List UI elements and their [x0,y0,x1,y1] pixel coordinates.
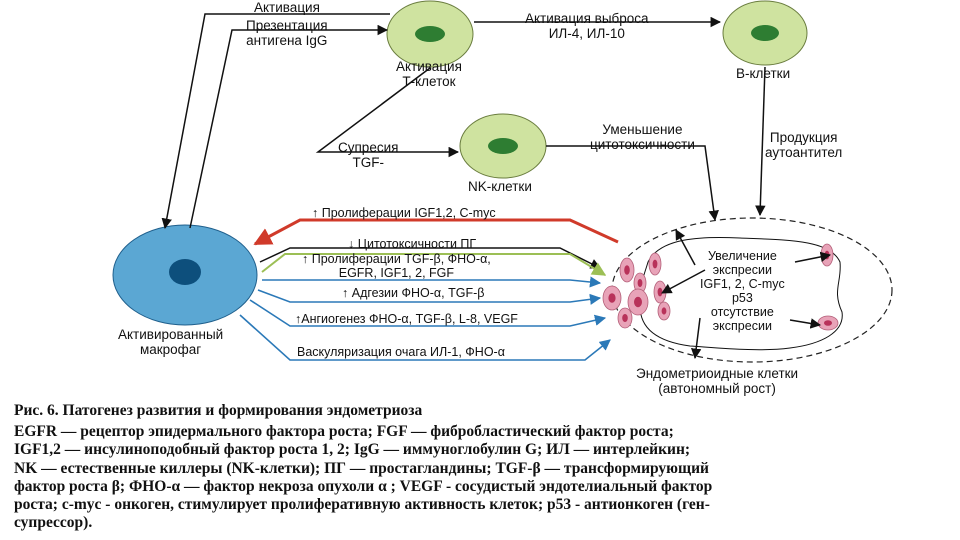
activation-label: Активация [254,0,320,15]
endometrial-cell-nucleus [634,296,642,308]
arrow-label-proliferation-igf: ↑ Пролиферации IGF1,2, C-myc [312,206,496,220]
endometrial-cell-nucleus [652,259,658,269]
caption-line: EGFR — рецептор эпидермального фактора р… [14,423,674,441]
suppression-arrow [315,67,460,158]
caption-line: NK — естественные киллеры (NK-клетки); П… [14,459,709,477]
endometrial-label: Эндометриоидные клетки (автономный рост) [636,366,799,396]
angiogenesis-arrow [249,299,607,327]
vascularization-arrow [239,314,611,361]
pathogenesis-diagram: Активация Презентация антигена IgG Актив… [112,0,893,396]
b-cell-nucleus [751,25,779,41]
arrow-symbol: ↓ [348,237,355,251]
cytotoxicity-arrow [546,145,719,222]
t-cells-label: Активация Т-клеток [396,59,462,89]
arrow-label-text: Цитотоксичности ПГ [357,237,477,251]
arrow-label-proliferation-tgf: ↑ Пролиферации TGF-β, ФНО-α, EGFR, IGF1,… [302,252,491,280]
macrophage-label: Активированный макрофаг [118,327,224,357]
endometrial-cell-nucleus [637,279,643,287]
arrow-label-text: Адгезии ФНО-α, TGF-β [351,286,485,300]
endometrial-cell-nucleus [624,265,630,275]
arrow-label-cytotoxicity-pg: ↓ Цитотоксичности ПГ [348,237,476,251]
figure-caption: Рис. 6. Патогенез развития и формировани… [14,402,950,532]
antigen-presentation-arrow [189,24,389,229]
endometrial-cell-nucleus [608,293,616,303]
arrow-label-adhesion: ↑ Адгезии ФНО-α, TGF-β [342,286,484,300]
cytotoxicity-pg-arrow [259,247,601,269]
activation-arrow [161,13,390,230]
arrow-label-text: Пролиферации IGF1,2, C-myc [321,206,496,220]
endometrial-cell-nucleus [622,314,628,322]
arrow-label-text: Ангиогенез ФНО-α, TGF-β, L-8, VEGF [301,312,518,326]
antigen-label: Презентация антигена IgG [246,18,328,48]
macrophage-nucleus [169,259,201,285]
red-proliferation-arrow [253,218,619,246]
nk-cell-nucleus [488,138,518,154]
arrow-symbol: ↑ [312,206,319,220]
caption-line: роста; c-myc - онкоген, стимулирует прол… [14,496,710,514]
arrow-label-text: Пролиферации TGF-β, ФНО-α, EGFR, IGF1, 2… [311,252,491,280]
endometrial-inner-border [639,236,843,351]
endometrial-cell-nucleus [824,320,832,326]
suppression-label: Супресия TGF- [338,140,399,170]
inner-arrow-right-bottom [789,318,822,329]
blue-proliferation-arrow [262,276,602,288]
caption-line: супрессор). [14,514,93,532]
arrow-symbol: ↑ [342,286,349,300]
arrow-symbol: ↑ [302,252,309,266]
inner-arrow-right-top [794,251,832,263]
expression-label: Увеличение экспресии IGF1, 2, C-myc p53 … [700,249,785,333]
arrow-label-vascularization: Васкуляризация очага ИЛ-1, ФНО-α [297,345,505,359]
autoantibodies-label: Продукция аутоантител [765,130,843,160]
arrow-label-angiogenesis: ↑Ангиогенез ФНО-α, TGF-β, L-8, VEGF [295,312,518,326]
endometrial-cell-nucleus [657,287,663,297]
inner-arrow-down [690,317,702,360]
cytotox-decrease-label: Уменьшение цитотоксичности [590,122,695,152]
nk-cells-label: NK-клетки [468,179,532,194]
caption-title: Рис. 6. Патогенез развития и формировани… [14,402,423,419]
diagram-canvas [112,0,893,363]
b-cells-label: В-клетки [736,66,791,81]
caption-line: фактор роста β; ФНО-α — фактор некроза о… [14,477,713,495]
release-label: Активация выброса ИЛ-4, ИЛ-10 [525,11,649,41]
adhesion-arrow [257,289,602,305]
caption-line: IGF1,2 — инсулиноподобный фактор роста 1… [14,441,691,459]
arrow-label-text: Васкуляризация очага ИЛ-1, ФНО-α [297,345,505,359]
green-proliferation-arrow [261,253,607,276]
autoantibody-arrow [755,66,766,217]
inner-arrow-up [675,229,696,266]
endometrial-cell-nucleus [661,307,667,315]
t-cell-nucleus [415,26,445,42]
arrow-symbol: ↑ [295,312,302,326]
inner-arrow-left [661,269,706,294]
